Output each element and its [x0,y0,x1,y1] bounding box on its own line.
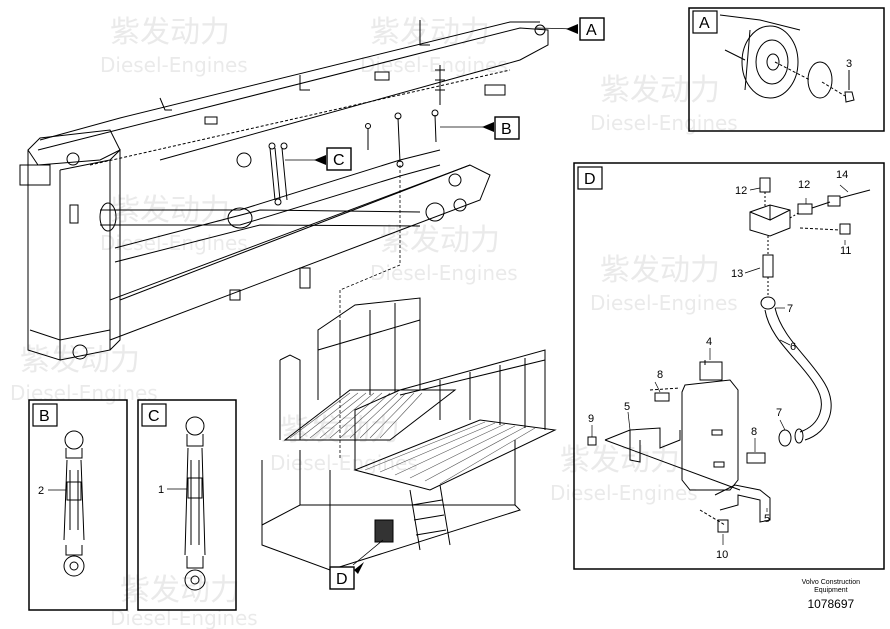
detail-D-part-11: 11 [840,245,851,257]
detail-D-part-14: 14 [836,169,848,181]
watermark-cn: 紫发动力 [600,73,720,108]
watermark-cn: 紫发动力 [110,15,230,50]
callout-C: C [314,147,352,171]
watermark-en: Diesel-Engines [100,231,248,255]
boom-assembly [19,20,549,361]
detail-D-title: D [584,171,596,188]
detail-C-panel: C 1 [137,399,237,611]
detail-D-part-4: 4 [706,336,712,348]
detail-C-part-1: 1 [158,484,164,496]
detail-D-part-9: 9 [588,413,594,425]
work-platform [261,297,557,571]
watermark-cn: 紫发动力 [380,223,500,258]
company-line-1: Volvo Construction [801,579,860,586]
watermark-cn: 紫发动力 [20,343,140,378]
watermark-en: Diesel-Engines [110,606,258,629]
watermark-cn: 紫发动力 [600,253,720,288]
watermark-en: Diesel-Engines [270,451,418,475]
detail-D-part-5a: 5 [624,401,630,413]
detail-D-part-8b: 8 [751,426,757,438]
callout-D: D [329,562,364,590]
detail-C-title: C [148,408,160,425]
detail-D-part-7a: 7 [787,303,793,315]
drawing-footer: Volvo Construction Equipment 1078697 [802,579,860,611]
watermark-cn: 紫发动力 [370,15,490,50]
callout-A: A [566,17,605,41]
company-line-2: Equipment [814,587,848,594]
callout-B: B [482,116,520,140]
watermark-en: Diesel-Engines [10,381,158,405]
detail-D-part-10: 10 [716,549,728,561]
detail-D-part-12b: 12 [798,179,810,191]
detail-D-part-8a: 8 [657,369,663,381]
watermark-cn: 紫发动力 [120,573,240,608]
detail-B-panel: B 2 [28,399,128,611]
detail-A-title: A [699,15,710,32]
detail-A-part-3: 3 [846,58,852,70]
detail-B-part-2: 2 [38,485,44,497]
watermarks: 紫发动力 Diesel-Engines 紫发动力 Diesel-Engines … [10,15,738,629]
leader-lines [285,27,579,566]
callout-A-label: A [586,22,597,39]
watermark-en: Diesel-Engines [590,291,738,315]
detail-D-part-6: 6 [790,341,796,353]
drawing-number: 1078697 [807,597,855,611]
watermark-en: Diesel-Engines [100,53,248,77]
detail-D-part-12a: 12 [735,185,747,197]
boom-turnbuckles [268,109,439,206]
watermark-en: Diesel-Engines [370,261,518,285]
detail-D-part-7b: 7 [776,407,782,419]
detail-D-panel: D [573,162,885,570]
callout-C-label: C [333,152,345,169]
detail-B-title: B [39,408,50,425]
watermark-cn: 紫发动力 [560,443,680,478]
watermark-en: Diesel-Engines [550,481,698,505]
watermark-en: Diesel-Engines [360,53,508,77]
callout-D-label: D [336,571,348,588]
detail-D-part-5b: 5 [764,513,770,525]
detail-D-part-13: 13 [731,268,743,280]
detail-A-panel: A 3 [688,7,885,132]
callout-B-label: B [501,121,512,138]
